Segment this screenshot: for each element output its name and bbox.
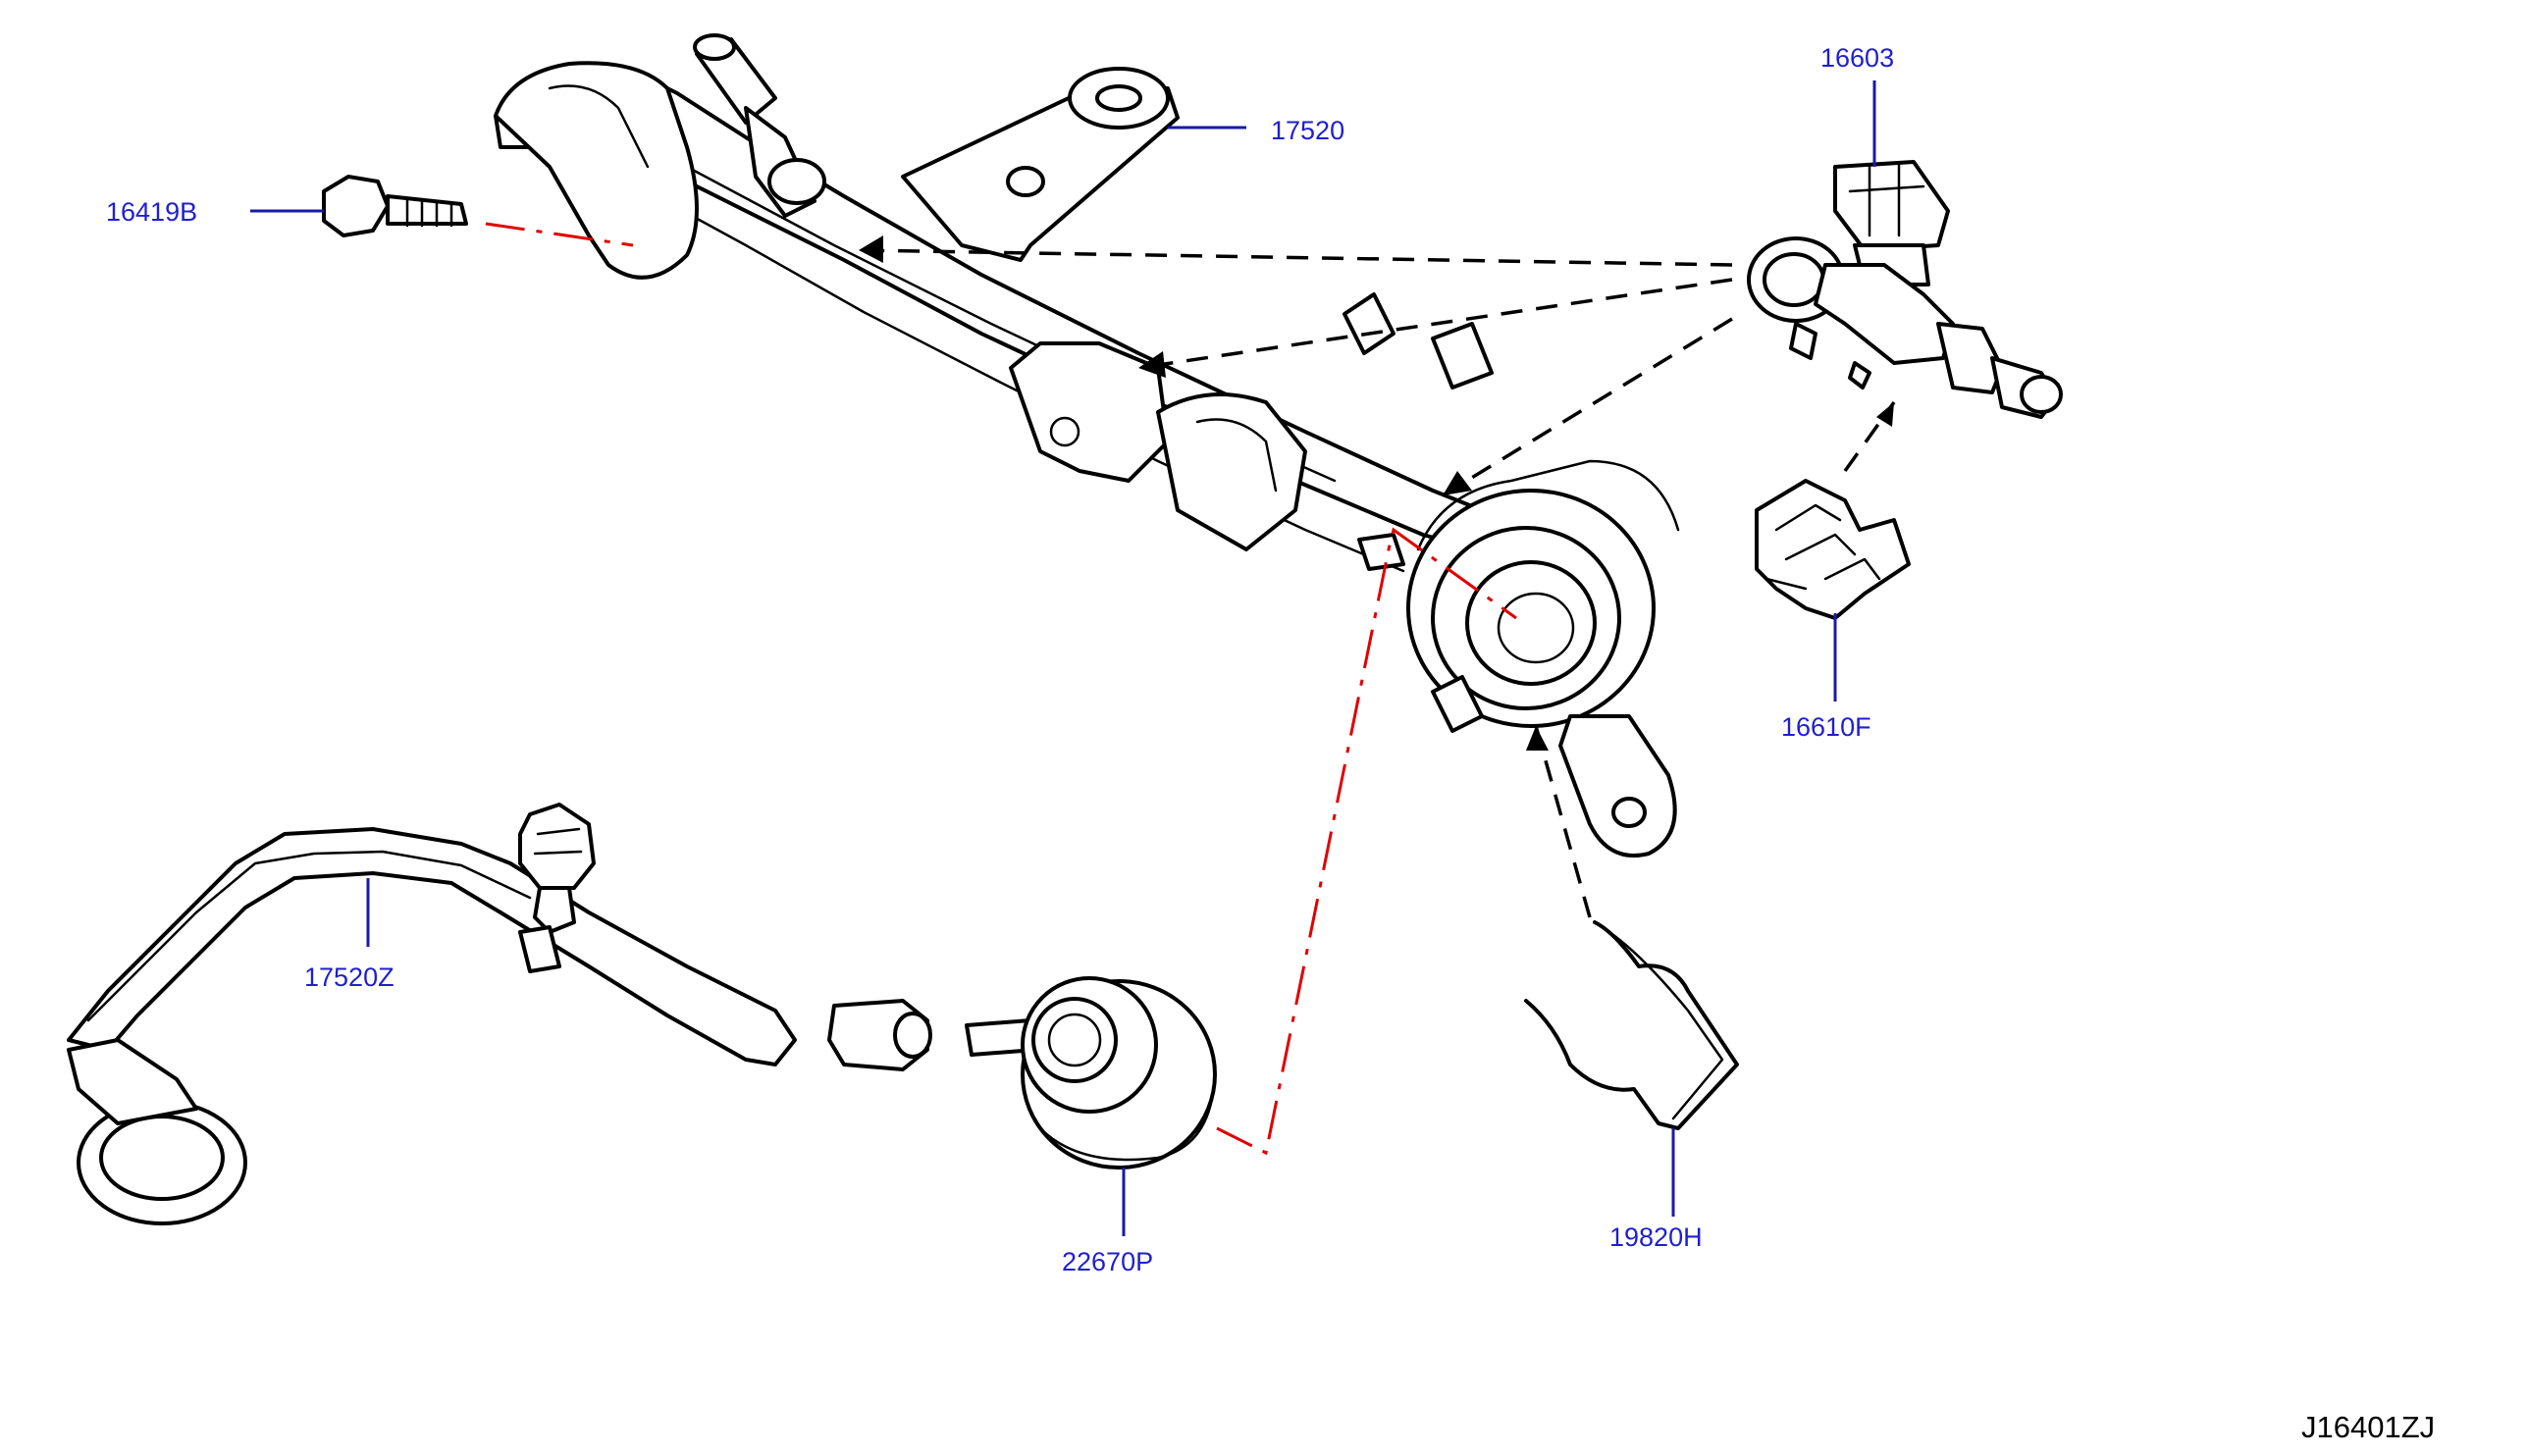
callout-16603: 16603 (1820, 43, 1894, 73)
callout-22670P: 22670P (1062, 1247, 1153, 1276)
callout-19820H: 19820H (1609, 1222, 1703, 1252)
injector-clip (1755, 479, 1911, 620)
diagram-reference-code: J16401ZJ (2301, 1410, 2435, 1444)
fuel-hose (67, 803, 932, 1225)
callout-17520Z: 17520Z (304, 962, 395, 992)
callout-16610F: 16610F (1781, 712, 1871, 742)
callout-17520: 17520 (1271, 116, 1344, 145)
retainer-clip (1524, 920, 1739, 1130)
fuel-rail (494, 33, 1680, 858)
pressure-regulator (965, 976, 1217, 1170)
assembly-guides (485, 222, 1896, 1156)
callout-16419B: 16419B (106, 197, 197, 227)
fuel-injector (1747, 160, 2063, 419)
callout-leaders (250, 80, 1876, 1236)
bolt (322, 175, 468, 237)
